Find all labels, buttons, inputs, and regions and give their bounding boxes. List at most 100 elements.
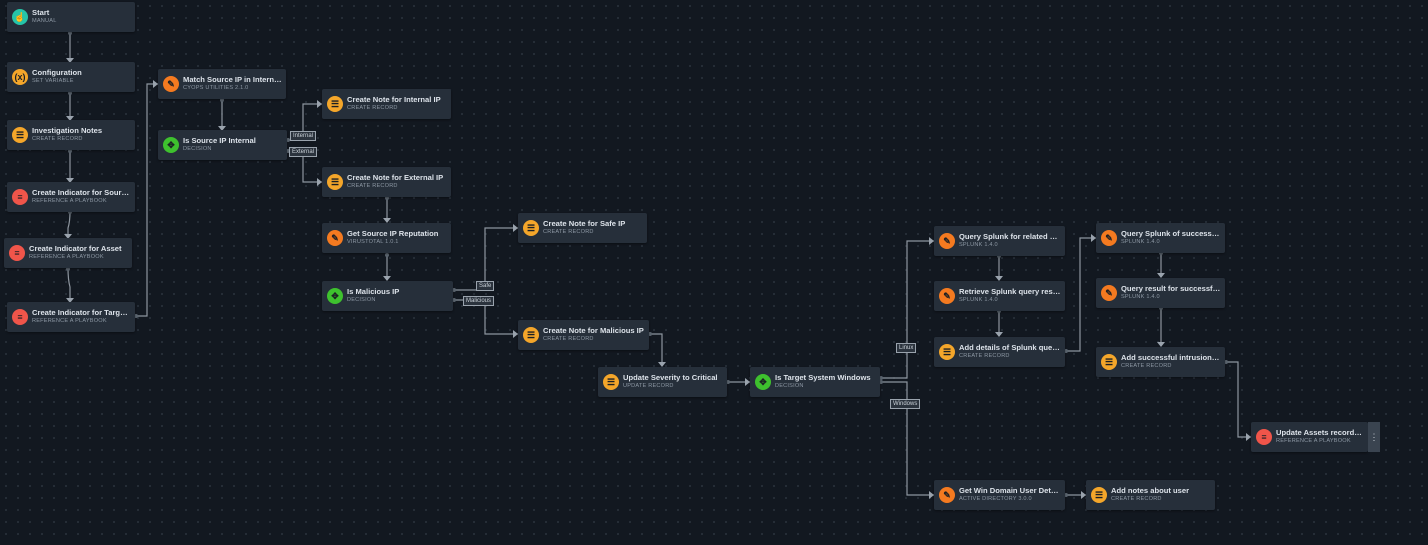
node-match-source-ip[interactable]: ✎ Match Source IP in Internal Range CYOP… xyxy=(158,69,286,99)
record-icon: ☰ xyxy=(523,220,539,236)
node-title: Add successful intrusion details xyxy=(1121,353,1221,362)
edge-label-windows[interactable]: Windows xyxy=(890,399,921,409)
playbook-icon: ≡ xyxy=(12,309,28,325)
node-get-win-user[interactable]: ✎ Get Win Domain User Details ACTIVE DIR… xyxy=(934,480,1065,510)
node-query-result-successful[interactable]: ✎ Query result for successful intrusion … xyxy=(1096,278,1225,308)
playbook-icon: ≡ xyxy=(1256,429,1272,445)
edge-arrow xyxy=(513,224,518,232)
node-subtitle: CREATE RECORD xyxy=(32,136,83,142)
record-icon: ☰ xyxy=(523,327,539,343)
node-note-external[interactable]: ☰ Create Note for External IP CREATE REC… xyxy=(322,167,451,197)
edge-indicator-asset-target xyxy=(67,267,71,302)
node-is-malicious[interactable]: ✥ Is Malicious IP DECISION xyxy=(322,281,453,311)
node-subtitle: UPDATE RECORD xyxy=(623,383,674,389)
node-add-notes-user[interactable]: ☰ Add notes about user CREATE RECORD xyxy=(1086,480,1215,510)
edge-arrow xyxy=(66,178,74,183)
connector-dot xyxy=(648,332,652,336)
edge-malicious-update xyxy=(649,333,663,366)
node-indicator-target[interactable]: ≡ Create Indicator for Target System REF… xyxy=(7,302,135,332)
node-start[interactable]: ☝ Start MANUAL xyxy=(7,2,135,32)
node-title: Query result for successful intrusion xyxy=(1121,284,1221,293)
node-title: Add notes about user xyxy=(1111,486,1190,495)
edge-label-malicious[interactable]: Malicious xyxy=(463,296,495,306)
node-subtitle: ACTIVE DIRECTORY 3.0.0 xyxy=(959,496,1032,502)
node-title: Investigation Notes xyxy=(32,126,103,135)
node-subtitle: SPLUNK 1.4.0 xyxy=(1121,239,1160,245)
edge-indicator-target-match xyxy=(135,83,158,317)
node-title: Add details of Splunk query results xyxy=(959,343,1061,352)
start-icon: ☝ xyxy=(12,9,28,25)
node-subtitle: REFERENCE A PLAYBOOK xyxy=(1276,438,1351,444)
edge-arrow xyxy=(745,378,750,386)
node-update-severity[interactable]: ☰ Update Severity to Critical UPDATE REC… xyxy=(598,367,727,397)
node-indicator-source[interactable]: ≡ Create Indicator for Source IP REFEREN… xyxy=(7,182,135,212)
edge-arrow xyxy=(995,276,1003,281)
edge-arrow xyxy=(995,332,1003,337)
connector-dot xyxy=(452,298,456,302)
node-is-target-windows[interactable]: ✥ Is Target System Windows DECISION xyxy=(750,367,880,397)
edge-label-linux[interactable]: Linux xyxy=(896,343,917,353)
node-subtitle: CREATE RECORD xyxy=(543,336,594,342)
node-query-splunk-successful[interactable]: ✎ Query Splunk of successful intrusion S… xyxy=(1096,223,1225,253)
edge-label-safe[interactable]: Safe xyxy=(476,281,495,291)
connector-dot xyxy=(726,380,730,384)
node-subtitle: REFERENCE A PLAYBOOK xyxy=(32,198,107,204)
node-title: Create Indicator for Asset xyxy=(29,244,122,253)
edge-arrow xyxy=(1091,234,1096,242)
edge-arrow xyxy=(1246,433,1251,441)
edge-arrow xyxy=(929,491,934,499)
node-get-reputation[interactable]: ✎ Get Source IP Reputation VIRUSTOTAL 1.… xyxy=(322,223,451,253)
node-note-internal[interactable]: ☰ Create Note for Internal IP CREATE REC… xyxy=(322,89,451,119)
node-menu-icon: ⋮ xyxy=(1369,432,1379,442)
edge-arrow xyxy=(317,100,322,108)
node-query-splunk-related[interactable]: ✎ Query Splunk for related events SPLUNK… xyxy=(934,226,1065,256)
node-subtitle: REFERENCE A PLAYBOOK xyxy=(29,254,104,260)
node-indicator-asset[interactable]: ≡ Create Indicator for Asset REFERENCE A… xyxy=(4,238,132,268)
edge-safe-branch xyxy=(453,227,518,291)
connector-dot xyxy=(385,196,389,200)
connector-dot xyxy=(66,267,70,271)
node-title: Update Assets records for Target xyxy=(1276,428,1364,437)
node-retrieve-splunk[interactable]: ✎ Retrieve Splunk query results SPLUNK 1… xyxy=(934,281,1065,311)
edge-addintrusion-update xyxy=(1225,361,1251,438)
node-add-splunk-details[interactable]: ☰ Add details of Splunk query results CR… xyxy=(934,337,1065,367)
connector-dot xyxy=(879,380,883,384)
node-title: Retrieve Splunk query results xyxy=(959,287,1061,296)
node-add-intrusion[interactable]: ☰ Add successful intrusion details CREAT… xyxy=(1096,347,1225,377)
node-subtitle: CREATE RECORD xyxy=(347,105,398,111)
edge-indicator-source-asset xyxy=(67,210,71,238)
edge-arrow xyxy=(929,237,934,245)
node-title: Create Note for External IP xyxy=(347,173,444,182)
node-configuration[interactable]: (x) Configuration SET VARIABLE xyxy=(7,62,135,92)
node-note-safe[interactable]: ☰ Create Note for Safe IP CREATE RECORD xyxy=(518,213,647,243)
edge-windows-branch xyxy=(880,381,934,496)
connector-dot xyxy=(1064,493,1068,497)
node-subtitle: CYOPS UTILITIES 2.1.0 xyxy=(183,85,249,91)
edge-arrow xyxy=(317,178,322,186)
edge-arrow xyxy=(153,80,158,88)
edge-label-internal[interactable]: Internal xyxy=(290,131,317,141)
connector-dot xyxy=(879,376,883,380)
connector-icon: ✎ xyxy=(327,230,343,246)
record-icon: ☰ xyxy=(327,96,343,112)
edge-arrow xyxy=(66,298,74,303)
node-title: Create Note for Safe IP xyxy=(543,219,626,228)
connector-dot xyxy=(452,288,456,292)
node-subtitle: CREATE RECORD xyxy=(1111,496,1162,502)
node-note-malicious[interactable]: ☰ Create Note for Malicious IP CREATE RE… xyxy=(518,320,649,350)
node-title: Start xyxy=(32,8,50,17)
node-investigation-notes[interactable]: ☰ Investigation Notes CREATE RECORD xyxy=(7,120,135,150)
node-title: Query Splunk of successful intrusion xyxy=(1121,229,1221,238)
node-actions-handle[interactable]: ⋮ xyxy=(1368,422,1380,452)
node-update-assets[interactable]: ≡ Update Assets records for Target REFER… xyxy=(1251,422,1368,452)
connector-icon: ✎ xyxy=(939,233,955,249)
edge-label-external[interactable]: External xyxy=(289,147,318,157)
record-icon: ☰ xyxy=(939,344,955,360)
record-icon: ☰ xyxy=(12,127,28,143)
connector-dot xyxy=(68,149,72,153)
node-subtitle: SPLUNK 1.4.0 xyxy=(959,297,998,303)
edge-arrow xyxy=(66,116,74,121)
node-subtitle: DECISION xyxy=(347,297,376,303)
node-is-source-internal[interactable]: ✥ Is Source IP Internal DECISION xyxy=(158,130,287,160)
node-title: Get Source IP Reputation xyxy=(347,229,439,238)
